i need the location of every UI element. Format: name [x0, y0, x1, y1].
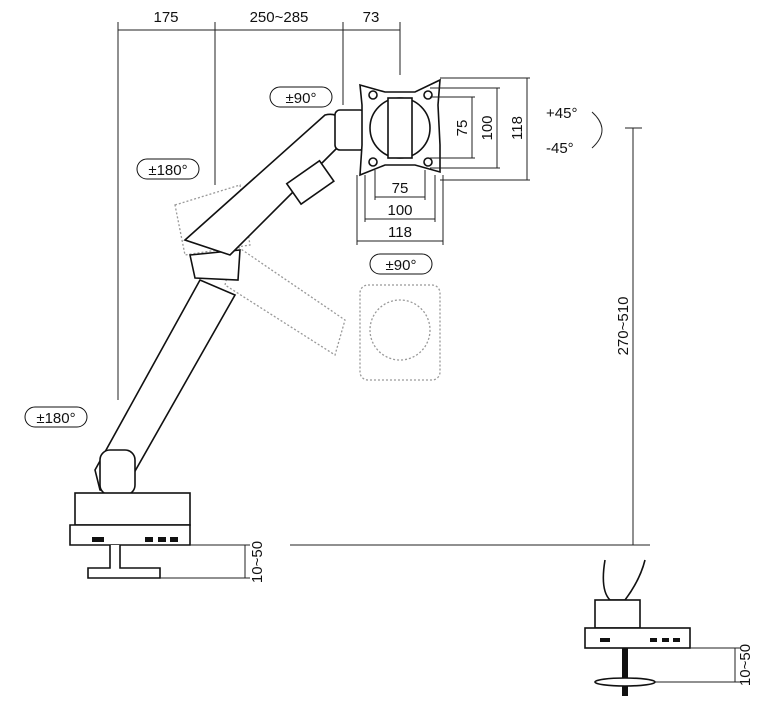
vesa-v-75: 75 — [454, 120, 471, 137]
top-dimension-lines — [117, 22, 401, 400]
vesa-h-100: 100 — [387, 202, 412, 219]
rotation-pill-upper: ±90° — [269, 86, 333, 108]
svg-text:±90°: ±90° — [386, 257, 417, 274]
vesa-vertical-dims — [430, 77, 530, 181]
svg-text:±180°: ±180° — [148, 162, 187, 179]
height-dimension — [290, 127, 650, 546]
tilt-up-label: +45° — [546, 105, 577, 122]
dim-250-285: 250~285 — [250, 9, 309, 26]
rotation-pill-vesa: ±90° — [369, 253, 433, 275]
vesa-v-118: 118 — [509, 116, 526, 140]
vesa-horizontal-dims — [356, 170, 444, 245]
vesa-h-75: 75 — [392, 180, 409, 197]
rotation-pill-base: ±180° — [24, 406, 88, 428]
svg-text:±180°: ±180° — [36, 410, 75, 427]
dim-73: 73 — [363, 9, 380, 26]
height-range-label: 270~510 — [615, 297, 632, 356]
vesa-v-100: 100 — [479, 115, 496, 140]
rotation-pill-mid: ±180° — [136, 158, 200, 180]
right-base-clamp — [584, 559, 740, 696]
right-clamp-thickness: 10~50 — [737, 644, 754, 686]
vesa-plate — [359, 78, 441, 177]
left-base-clamp — [69, 449, 250, 579]
left-clamp-thickness: 10~50 — [249, 541, 266, 583]
svg-text:±90°: ±90° — [286, 90, 317, 107]
dim-175: 175 — [153, 9, 178, 26]
tilt-arrow-icon — [591, 111, 603, 149]
tilt-down-label: -45° — [546, 140, 574, 157]
vesa-h-118: 118 — [388, 224, 412, 241]
upper-arm — [183, 109, 366, 256]
